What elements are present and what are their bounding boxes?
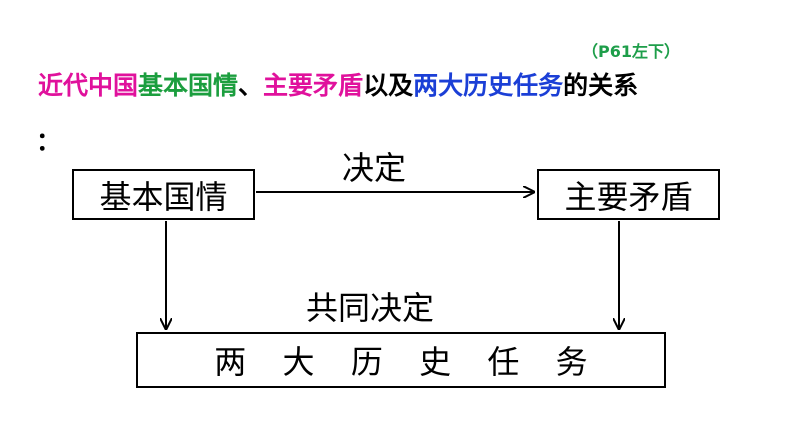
title-colon: ： [36,127,62,156]
title-part-5: 以及 [363,71,414,100]
label-co-decide: 共同决定 [306,289,435,327]
title-part-1: 近代中国 [38,71,139,100]
task-char: 史 [419,343,452,381]
title-part-6: 两大历史任务 [413,71,564,100]
title-part-2: 基本国情 [138,71,239,100]
task-char: 历 [350,343,383,381]
task-char: 任 [487,343,520,381]
node-two-historical-tasks: 两 大 历 史 任 务 [136,332,666,388]
slide-title: 近代中国基本国情、主要矛盾以及两大历史任务的关系 [38,66,638,102]
title-part-7: 的关系 [563,71,639,100]
page-reference: （P61左下） [582,42,680,61]
task-char: 大 [282,343,315,381]
label-decide: 决定 [342,149,407,187]
title-part-4: 主要矛盾 [263,71,364,100]
task-char: 务 [555,343,588,381]
node-basic-conditions: 基本国情 [72,169,255,220]
title-part-3: 、 [238,71,264,100]
task-char: 两 [214,343,247,381]
node-main-contradiction: 主要矛盾 [537,169,720,220]
